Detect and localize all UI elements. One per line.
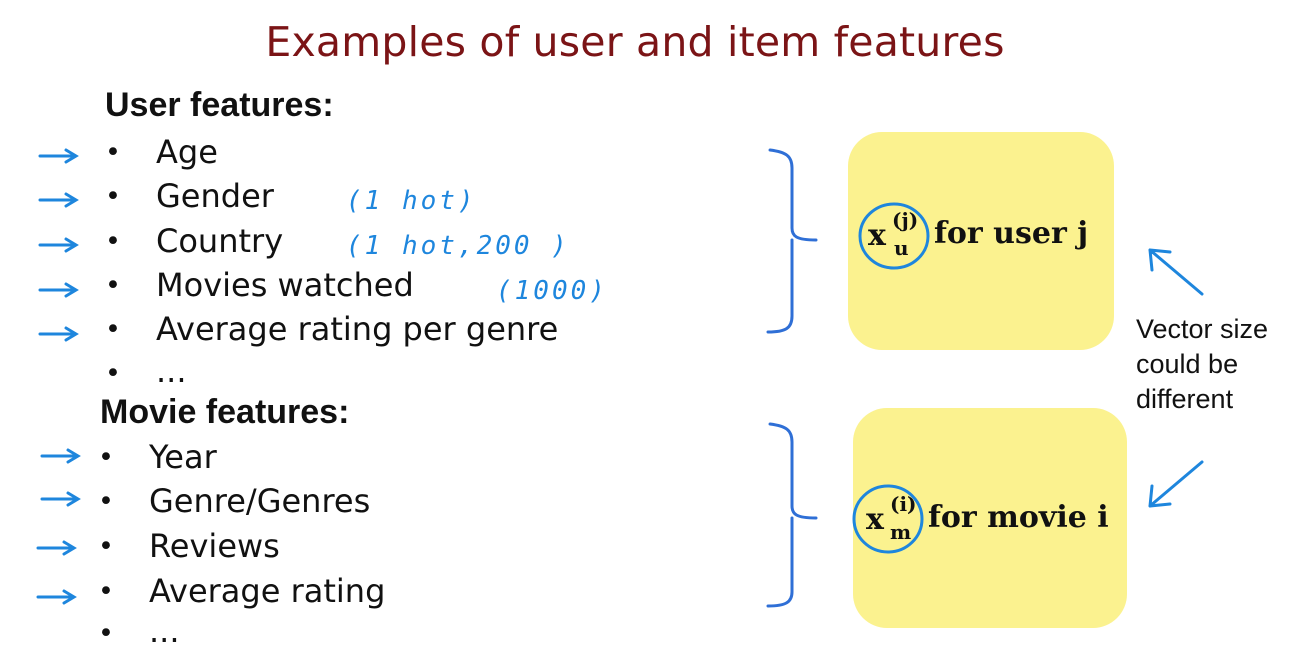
arrow-right-icon xyxy=(38,147,82,165)
movie-bracket-icon xyxy=(764,420,824,614)
slide-title: Examples of user and item features xyxy=(265,18,1005,66)
arrow-right-icon xyxy=(38,281,82,299)
user-vector-text: for user j xyxy=(934,216,1089,251)
movie-vector-text: for movie i xyxy=(928,500,1109,535)
vector-superscript: (j) xyxy=(892,208,919,232)
arrow-right-icon xyxy=(40,447,84,465)
user-bracket-icon xyxy=(764,146,824,340)
arrow-right-icon xyxy=(38,325,82,343)
arrow-right-icon xyxy=(36,539,80,557)
arrow-right-icon xyxy=(38,236,82,254)
arrow-down-left-icon xyxy=(1140,456,1210,516)
user-feature-movies-watched: Movies watched xyxy=(156,266,414,304)
user-feature-average-rating-per-genre: Average rating per genre xyxy=(156,310,559,348)
bullet: • xyxy=(105,314,121,345)
movie-feature-year: Year xyxy=(149,438,217,476)
vector-symbol: x xyxy=(866,502,884,537)
arrow-right-icon xyxy=(36,588,80,606)
circle-mark-icon xyxy=(848,482,928,560)
bullet: • xyxy=(105,137,121,168)
movie-feature-ellipsis: ... xyxy=(149,612,180,650)
arrow-up-left-icon xyxy=(1140,244,1210,304)
movie-features-heading: Movie features: xyxy=(100,393,350,431)
bullet: • xyxy=(105,226,121,257)
arrow-right-icon xyxy=(38,191,82,209)
user-vector-label: x (j) u for user j xyxy=(860,206,1110,266)
movies-watched-annotation: (1000) xyxy=(496,276,608,306)
user-features-heading: User features: xyxy=(105,86,334,124)
vector-subscript: m xyxy=(890,520,912,544)
bullet: • xyxy=(105,358,121,389)
user-feature-country: Country xyxy=(156,222,284,260)
gender-annotation: (1 hot) xyxy=(346,186,477,216)
bullet: • xyxy=(105,181,121,212)
movie-vector-label: x (i) m for movie i xyxy=(858,488,1123,548)
user-feature-age: Age xyxy=(156,133,218,171)
bullet: • xyxy=(98,442,114,473)
bullet: • xyxy=(98,531,114,562)
user-feature-ellipsis: ... xyxy=(156,352,187,390)
country-annotation: (1 hot,200 ) xyxy=(346,231,570,261)
movie-vector-card xyxy=(853,408,1127,628)
user-feature-gender: Gender xyxy=(156,177,274,215)
bullet: • xyxy=(98,486,114,517)
movie-feature-genres: Genre/Genres xyxy=(149,482,371,520)
vector-subscript: u xyxy=(894,236,909,260)
circle-mark-icon xyxy=(854,200,934,276)
arrow-right-icon xyxy=(40,490,84,508)
vector-symbol: x xyxy=(868,218,886,253)
bullet: • xyxy=(98,618,114,649)
movie-feature-average-rating: Average rating xyxy=(149,572,386,610)
user-vector-card xyxy=(848,132,1114,350)
bullet: • xyxy=(98,576,114,607)
bullet: • xyxy=(105,270,121,301)
movie-feature-reviews: Reviews xyxy=(149,527,280,565)
vector-size-note: Vector size could be different xyxy=(1136,314,1269,414)
